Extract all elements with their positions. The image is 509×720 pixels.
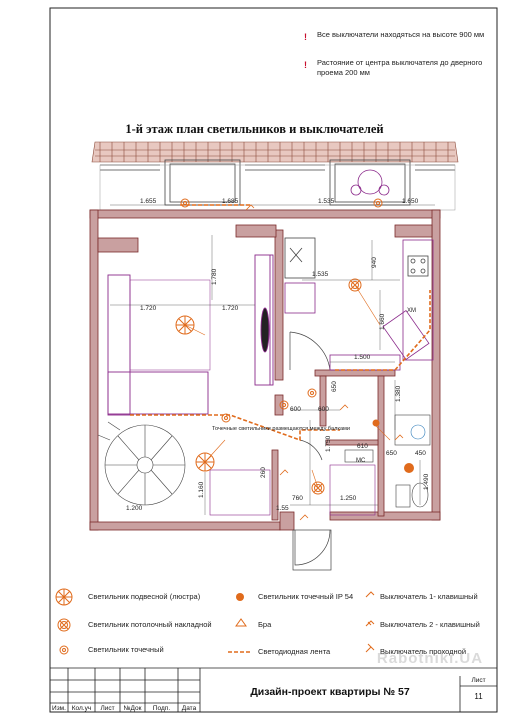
sconce-icon bbox=[235, 618, 247, 627]
spot-lamp bbox=[279, 400, 289, 410]
legend-label: Светодиодная лента bbox=[258, 647, 331, 656]
dim: 1.250 bbox=[340, 495, 357, 502]
legend-label: Светильник точечный IP 54 bbox=[258, 592, 354, 601]
dim: 600 bbox=[318, 406, 329, 413]
tb-col: №Док bbox=[123, 705, 142, 712]
note-2-mark: ! bbox=[304, 60, 307, 70]
dim: 1.720 bbox=[140, 305, 157, 312]
watermark: Rabotniki.UA bbox=[376, 650, 484, 667]
roof-tiles bbox=[91, 141, 459, 163]
spot-lamp bbox=[307, 388, 317, 398]
ceiling-lamp-icon bbox=[57, 618, 71, 632]
pendant-lamp bbox=[195, 452, 215, 472]
tb-col: Изм. bbox=[52, 705, 66, 712]
legend-label: Светильник потолочный накладной bbox=[88, 620, 212, 629]
led-strip-runs bbox=[130, 204, 431, 442]
fridge-label: ХМ bbox=[407, 308, 416, 314]
dim: 1.535 bbox=[312, 271, 329, 278]
kitchen bbox=[284, 237, 434, 371]
dim: 1.750 bbox=[325, 435, 332, 452]
tb-col: Кол.уч bbox=[71, 705, 92, 712]
spot-lamp-icon bbox=[59, 645, 69, 655]
ceiling-lamp bbox=[348, 278, 362, 292]
note-2: Растояние от центра выключателя до дверн… bbox=[317, 58, 483, 77]
dim: 600 bbox=[290, 406, 301, 413]
note-1: Все выключатели находяться на высоте 900… bbox=[317, 30, 485, 39]
ceiling-lamp bbox=[311, 481, 325, 495]
dim: 610 bbox=[357, 443, 368, 450]
dim: 760 bbox=[292, 495, 303, 502]
dim: 1.500 bbox=[354, 354, 371, 361]
title-block-lines bbox=[50, 667, 497, 712]
balcony-table bbox=[350, 169, 390, 196]
legend-label: Светильник точечный bbox=[88, 645, 164, 654]
legend-label: Выключатель проходной bbox=[380, 647, 467, 656]
spot-ip54-lamps bbox=[372, 419, 414, 473]
legend-label: Выключатель 2 - клавишный bbox=[380, 620, 480, 629]
dim: 1.780 bbox=[211, 268, 218, 285]
dim: 650 bbox=[331, 381, 338, 392]
tb-col: Дата bbox=[181, 705, 197, 712]
dim: 450 bbox=[415, 450, 426, 457]
legend-label: Светильник подвесной (люстра) bbox=[88, 592, 201, 601]
tb-col: Лист bbox=[100, 705, 115, 712]
dim: 1.535 bbox=[318, 198, 335, 205]
wc-label: МС bbox=[356, 458, 366, 464]
spot-lamp bbox=[221, 413, 231, 423]
legend-label: Бра bbox=[258, 620, 272, 629]
dim: 260 bbox=[260, 467, 267, 478]
dim: 650 bbox=[386, 450, 397, 457]
fixtures bbox=[175, 198, 383, 495]
dim: 1.660 bbox=[379, 313, 386, 330]
spot-lamp bbox=[373, 198, 383, 208]
pendant-lamp-icon bbox=[55, 588, 73, 606]
switch-1-icon bbox=[365, 591, 375, 598]
walls bbox=[89, 209, 441, 531]
dim: 1.720 bbox=[222, 305, 239, 312]
spot-lamp bbox=[180, 198, 190, 208]
spiral-stair bbox=[97, 421, 186, 506]
spot-note: Точечные светильники размещаются между б… bbox=[212, 426, 350, 432]
sheet-number: 11 bbox=[474, 692, 483, 701]
dim: 1.380 bbox=[395, 385, 402, 402]
dim: 1.160 bbox=[198, 481, 205, 498]
note-1-mark: ! bbox=[304, 32, 307, 42]
doors bbox=[289, 331, 332, 571]
switch-2-icon bbox=[365, 620, 375, 627]
sheet-label: Лист bbox=[471, 677, 486, 684]
plan-title: 1-й этаж план светильников и выключателе… bbox=[125, 122, 384, 136]
dim: 1.685 bbox=[222, 198, 239, 205]
dim: 1.490 bbox=[423, 473, 430, 490]
dim: 1.655 bbox=[140, 198, 157, 205]
dim: 1.650 bbox=[402, 198, 419, 205]
sheet-frame bbox=[49, 7, 498, 713]
pendant-lamp bbox=[175, 315, 195, 335]
spot-ip54-icon bbox=[236, 593, 244, 601]
switch-pass-icon bbox=[365, 643, 375, 653]
tb-col: Подп. bbox=[152, 705, 171, 712]
legend-label: Выключатель 1- клавишный bbox=[380, 592, 478, 601]
project-title: Дизайн-проект квартиры № 57 bbox=[250, 686, 410, 698]
switches bbox=[245, 204, 404, 521]
dim: 940 bbox=[371, 257, 378, 268]
bathroom bbox=[209, 414, 431, 516]
dim: 1.55 bbox=[276, 505, 289, 512]
sofa bbox=[107, 254, 274, 416]
dim: 1.200 bbox=[126, 505, 143, 512]
